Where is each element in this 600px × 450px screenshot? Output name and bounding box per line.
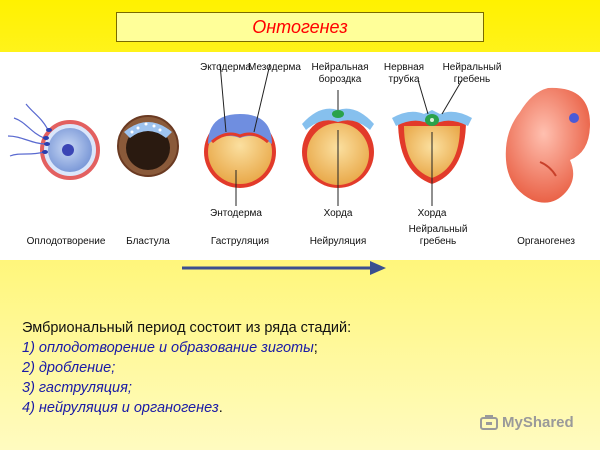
stages-text: Эмбриональный период состоит из ряда ста… [22,318,582,418]
stage-blastula: Бластула [126,236,170,247]
stages-intro: Эмбриональный период состоит из ряда ста… [22,320,352,336]
label-chord-1: Хорда [324,208,353,219]
watermark-text: MyShared [502,413,574,431]
label-neural-crest-top-1: Нейральный [443,62,502,73]
gastrula [204,63,276,206]
stage-item-2-text: 2) дробление; [22,360,116,376]
diagram-panel: Эктодерма Мезодерма Нейральная бороздка … [0,52,600,260]
label-neural-tube-1: Нервная [384,62,424,73]
fertilization-egg [7,103,100,180]
stage-item-1-end: ; [313,340,318,356]
stage-neurulation: Нейруляция [310,236,367,247]
label-neural-crest-bottom-1: Нейральный [409,224,468,235]
stage-item-2: 2) дробление; [22,358,582,378]
embryo-organogenesis [505,87,590,203]
neurula [302,90,374,206]
stage-item-4-end: . [218,400,223,416]
label-chord-2: Хорда [418,208,447,219]
sperm-cells [7,103,49,157]
label-neural-groove-1: Нейральная [311,62,368,73]
label-neural-tube-2: трубка [388,73,419,85]
stage-item-4: 4) нейруляция и органогенез. [22,398,582,418]
label-neural-crest-bottom-2: гребень [420,235,457,247]
stage-gastrulation: Гаструляция [211,236,269,247]
stage-item-1: 1) оплодотворение и образование зиготы; [22,338,582,358]
page-title: Онтогенез [252,16,348,37]
label-neural-groove-2: бороздка [319,73,362,85]
label-endoderm: Энтодерма [210,208,262,219]
stage-organogenesis: Органогенез [517,236,575,247]
title-box: Онтогенез [116,12,484,42]
stage-item-1-text: 1) оплодотворение и образование зиготы [22,340,314,356]
progress-arrow [182,261,386,275]
ontogenesis-diagram: Эктодерма Мезодерма Нейральная бороздка … [7,62,590,247]
myshared-logo-icon [480,415,498,430]
label-neural-crest-top-2: гребень [454,73,491,85]
label-mesoderm: Мезодерма [248,62,301,73]
blastula [117,115,179,177]
label-ectoderm: Эктодерма [200,62,251,73]
stage-item-3-text: 3) гаструляция; [22,380,132,396]
stage-fertilization: Оплодотворение [27,236,106,247]
stage-item-3: 3) гаструляция; [22,378,582,398]
watermark: MyShared [480,412,574,432]
stage-item-4-text: 4) нейруляция и органогенез [22,400,219,416]
neural-tube-stage [392,79,472,206]
